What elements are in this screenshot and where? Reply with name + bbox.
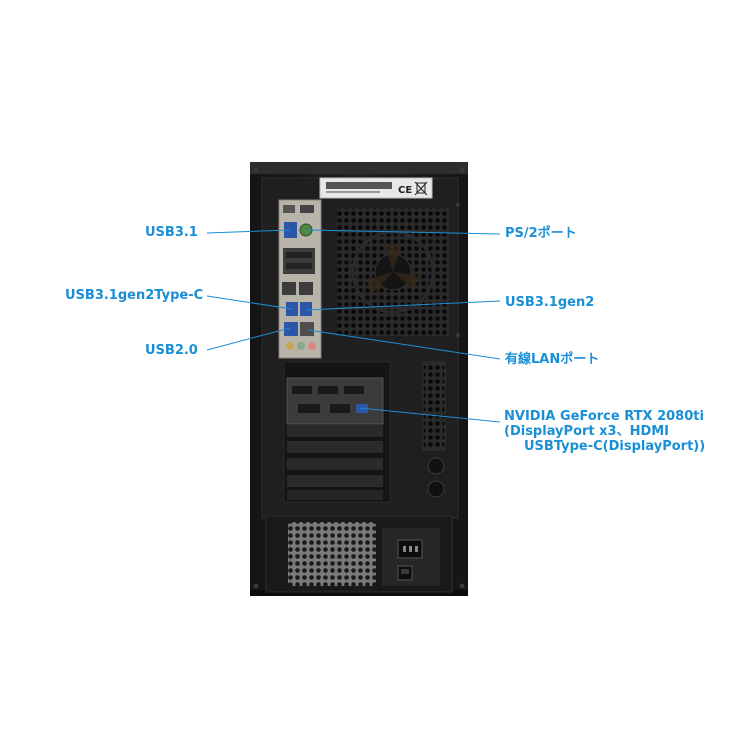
psu <box>265 515 453 593</box>
callout-lines <box>206 229 501 423</box>
power-switch-icon <box>397 565 413 581</box>
ce-mark-icon: CE <box>398 185 412 196</box>
serial-sticker: CE <box>319 177 433 199</box>
exhaust-fan <box>337 208 449 336</box>
side-vent <box>422 361 446 498</box>
label-usb31gen2-type-c: USB3.1gen2Type-C <box>65 288 204 303</box>
label-gpu: NVIDIA GeForce RTX 2080ti (DisplayPort x… <box>504 409 705 454</box>
io-shield <box>278 199 322 359</box>
label-gpu-line2: (DisplayPort x3、HDMI <box>504 424 670 439</box>
label-usb31: USB3.1 <box>145 225 198 240</box>
label-gpu-line3: USBType-C(DisplayPort)) <box>524 439 706 454</box>
label-usb31gen2: USB3.1gen2 <box>505 295 595 310</box>
power-socket-icon <box>397 539 423 559</box>
label-ps2-port: PS/2ポート <box>505 226 577 241</box>
label-usb20: USB2.0 <box>145 343 198 358</box>
case-screws <box>253 167 465 589</box>
weee-bin-icon <box>414 181 428 196</box>
label-gpu-line1: NVIDIA GeForce RTX 2080ti <box>504 409 704 424</box>
expansion-slots <box>283 361 391 503</box>
label-lan-port: 有線LANポート <box>505 352 600 367</box>
